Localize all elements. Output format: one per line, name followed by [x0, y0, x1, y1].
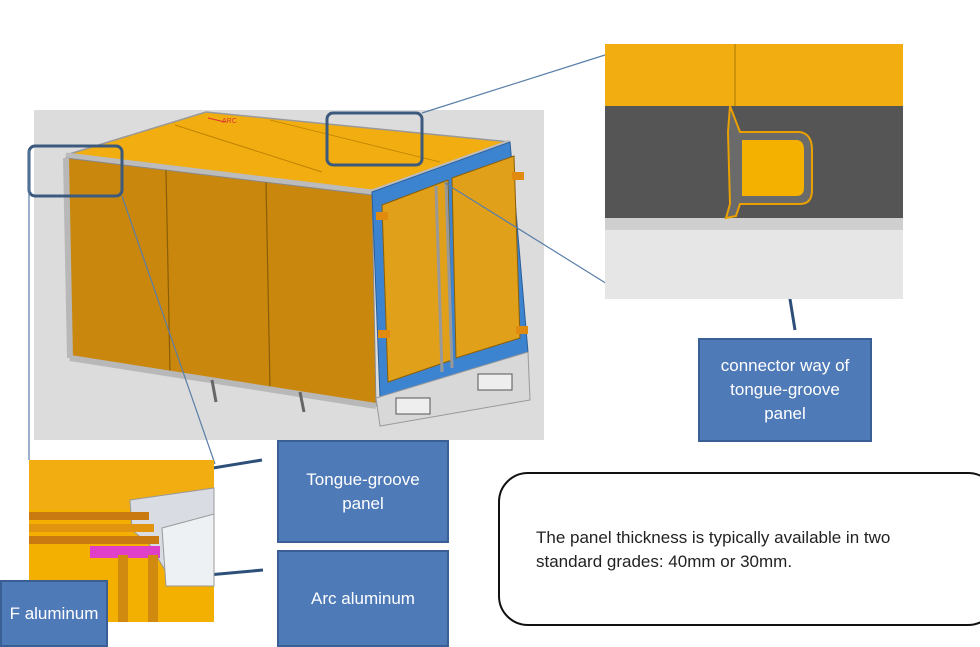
callout-roof-box: [325, 111, 424, 167]
truck-box: [63, 111, 531, 427]
rear-door-right: [451, 155, 521, 359]
arc-aluminum-label: Arc aluminum: [277, 550, 449, 647]
thickness-note: The panel thickness is typically availab…: [498, 472, 980, 626]
model-marker: ARC: [222, 118, 237, 125]
tongue-groove-label: Tongue-groove panel: [277, 440, 449, 543]
f-aluminum-label: F aluminum: [0, 580, 108, 647]
connector-label: connector way of tongue-groove panel: [698, 338, 872, 442]
groove-detail-zoom: [605, 44, 903, 299]
thickness-note-text: The panel thickness is typically availab…: [536, 528, 891, 571]
